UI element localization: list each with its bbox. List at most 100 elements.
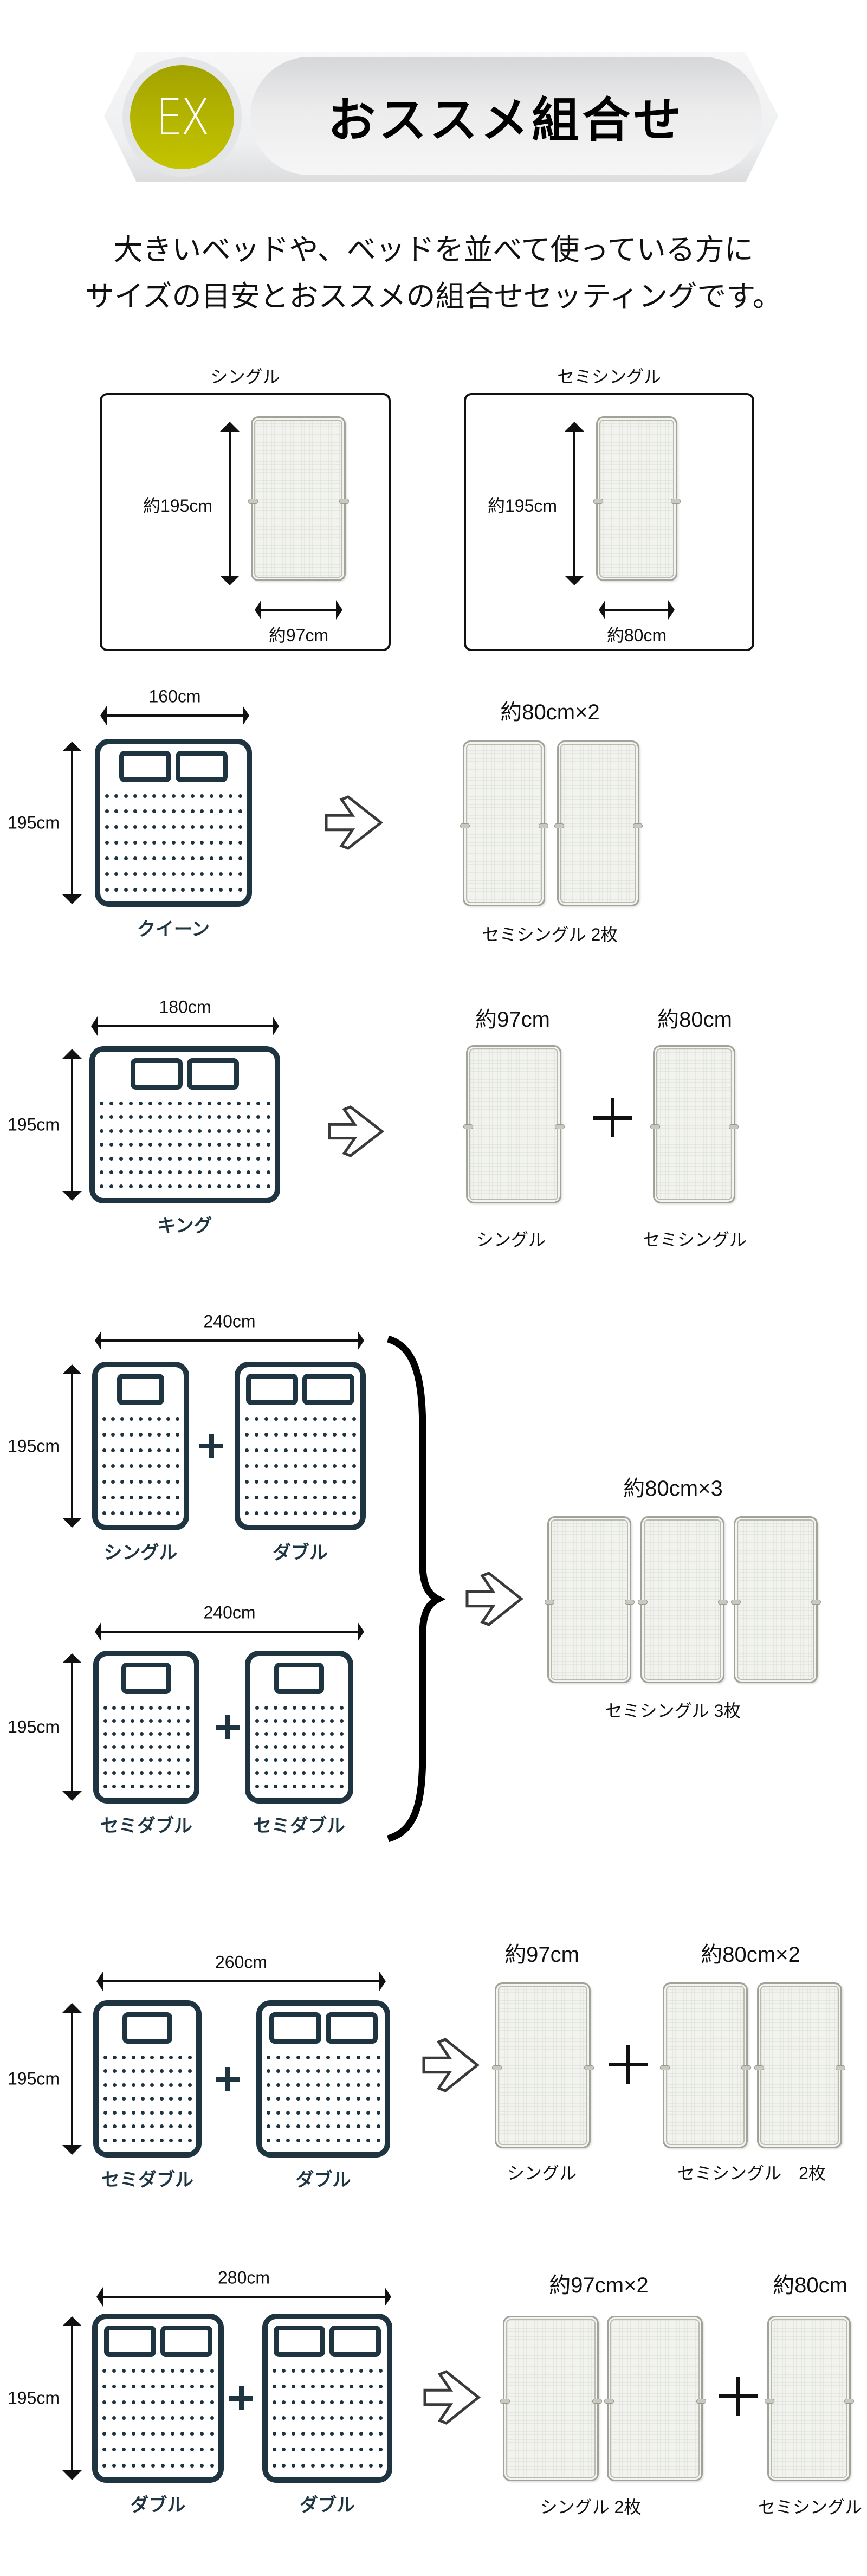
bed-dot [350,2368,354,2373]
bed-dot [138,1143,143,1147]
bed-dot [133,794,138,798]
bed-dot [150,2138,154,2142]
bed-dot [368,2368,373,2373]
bed-name-label: ダブル [130,2495,186,2516]
bed-dot [150,2069,154,2073]
bed-dot [139,1432,143,1437]
bed-dot [140,1784,144,1788]
bed-dot [121,2448,126,2452]
bed-dot [131,1705,135,1710]
bed-dot [237,1115,241,1119]
bed-dot [272,2400,276,2404]
bed-dot [158,1784,162,1788]
bed-dot [175,1479,179,1484]
bed-icon [262,2314,392,2483]
bed-dot [310,2416,315,2420]
bed-dot [178,2097,183,2101]
bed-dot [217,1170,221,1174]
bed-dot [332,1495,337,1499]
bed-dot [350,2384,354,2388]
bed-dot [128,1143,133,1147]
bed-dot [256,1184,261,1188]
bed-dot [158,1718,162,1723]
right-arrow-icon [422,2038,480,2092]
bed-dot [320,2448,325,2452]
bed-dot [171,2368,175,2373]
bed-dot [247,1170,251,1174]
bed-dot [122,2083,126,2087]
bed-dot [332,1448,337,1452]
length-label: 195cm [7,2069,60,2089]
bed-dot [176,1745,180,1749]
bed-dot [133,856,138,860]
bed-dot [217,1143,221,1147]
bed-dot [114,856,119,860]
total-width-label: 240cm [203,1602,256,1622]
bed-dot [102,2448,106,2452]
height-arrow-icon [62,2316,82,2480]
bed-dot [109,1129,113,1133]
bed-dot [237,1156,241,1161]
bed-dot [274,1432,278,1437]
bed-dot [102,1495,106,1499]
bed-dot [128,1156,133,1161]
bed-dot [368,2463,373,2468]
bed-dot [330,1784,334,1788]
bed-dot [139,1448,143,1452]
bed-dot [159,2083,164,2087]
bed-dot [190,2384,195,2388]
bed-dot [217,1101,221,1105]
bed-dot [138,1170,143,1174]
bed-dot [112,2138,117,2142]
bed-dot [114,825,119,829]
bed-dot [244,1511,249,1515]
bed-dot [376,2097,380,2101]
bed-dot [313,1464,317,1468]
result-caption: セミシングル [642,1230,747,1250]
mattress-pin [754,2065,764,2070]
width-arrow-icon [255,600,342,620]
bed-dot [368,2432,373,2436]
result-caption: セミシングル 3枚 [605,1701,741,1721]
bed-dot [171,2416,175,2420]
bed-dot [301,2368,305,2373]
bed-dot [152,825,157,829]
mattress-pin [671,499,681,504]
bed-dot [320,1718,325,1723]
right-arrow-icon [328,1105,385,1157]
bed-dot [227,1129,231,1133]
bed-dot [356,2124,360,2128]
bed-dot [274,1705,278,1710]
bed-dot [157,1479,161,1484]
bed-dot [306,2138,310,2142]
bed-dot [133,887,138,892]
bed-dot [103,2069,107,2073]
bed-dot [148,1129,153,1133]
bed-dot [143,856,147,860]
bed-dot [148,1771,153,1775]
bed-dot [264,1479,268,1484]
mattress-icon [604,2316,706,2481]
bed-dot [311,1771,315,1775]
bed-dot [139,1479,143,1484]
bed-dot [302,1718,306,1723]
bed-dot [169,2069,173,2073]
bed-dot [187,2110,192,2115]
bed-dot [200,2463,204,2468]
bed-dot [359,2463,363,2468]
bed-dot [378,2432,383,2436]
bed-dot [366,2138,371,2142]
bed-dot [272,2432,276,2436]
bed-dot [102,1448,106,1452]
bed-dot [326,2138,331,2142]
bed-dot [138,1184,143,1188]
bed-dot [180,2384,185,2388]
bed-dot [311,1784,315,1788]
bed-dot [336,2138,340,2142]
bed-dot [148,1758,153,1762]
bed-dot [111,1432,115,1437]
bed-dot [264,1432,268,1437]
plus-icon [593,1098,632,1137]
bed-dot [112,2432,116,2436]
bed-dot [283,1771,287,1775]
